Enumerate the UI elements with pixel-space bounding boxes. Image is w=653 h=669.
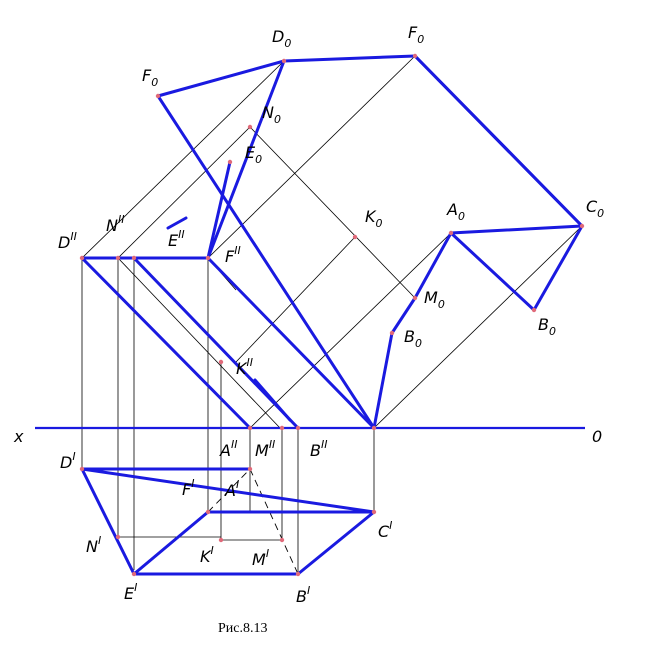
label-E0: E0 xyxy=(245,143,262,166)
label-B1: BI xyxy=(296,584,310,606)
label-F1: FI xyxy=(182,477,194,499)
label-C0: C0 xyxy=(586,197,604,220)
label-M2: MII xyxy=(255,438,275,460)
label-K1: KI xyxy=(200,544,214,566)
label-D0: D0 xyxy=(272,27,291,50)
label-M1: MI xyxy=(252,547,269,569)
vertex-points xyxy=(79,53,585,577)
axis-label-0: 0 xyxy=(592,427,602,446)
label-B2: BII xyxy=(310,438,327,460)
label-B0-mid: B0 xyxy=(404,327,422,350)
label-B0-right: B0 xyxy=(538,315,556,338)
label-F2: FII xyxy=(225,244,241,266)
label-A0: A0 xyxy=(446,200,465,223)
label-A2: AII xyxy=(219,438,237,460)
label-M0: M0 xyxy=(424,288,445,311)
construction-lines xyxy=(81,55,583,574)
horizontal-projection xyxy=(80,467,376,576)
label-C1: CI xyxy=(378,519,392,541)
true-size-view xyxy=(156,54,584,430)
label-F0-top: F0 xyxy=(408,23,424,46)
label-K2: KII xyxy=(236,356,253,378)
figure-caption: Рис.8.13 xyxy=(218,621,268,636)
label-N2: NII xyxy=(106,213,124,235)
label-K0: K0 xyxy=(365,207,383,230)
label-D2: DII xyxy=(58,230,77,252)
label-N0: N0 xyxy=(262,103,281,126)
label-A1: AI xyxy=(224,478,239,500)
axis-label-x: x xyxy=(13,427,24,446)
label-N1: NI xyxy=(86,534,101,556)
frontal-projection xyxy=(80,216,376,430)
label-E1: EI xyxy=(124,581,137,603)
label-F0-left: F0 xyxy=(142,66,158,89)
label-E2: EII xyxy=(168,228,185,250)
label-D1: DI xyxy=(60,450,76,472)
